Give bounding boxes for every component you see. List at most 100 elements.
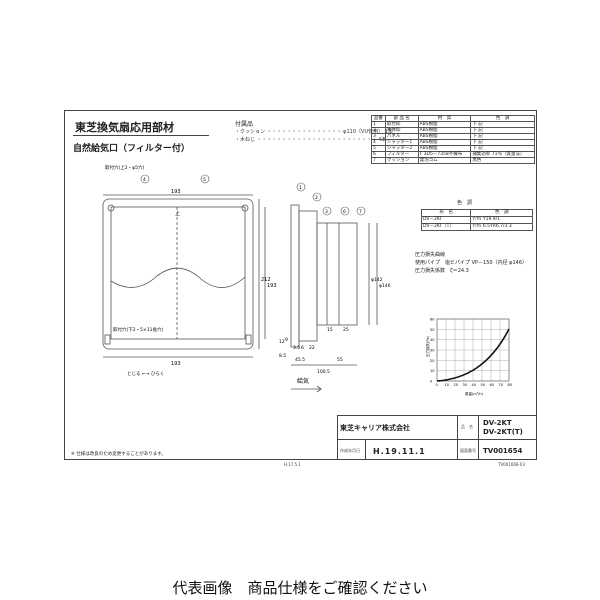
graph-frame: [436, 318, 510, 382]
graph-y-tick-label: 20: [430, 359, 434, 363]
graph-grid: [437, 319, 509, 381]
graph-x-tick-label: 20: [454, 383, 458, 387]
dim-22: 22: [309, 345, 315, 351]
part-callout-circle: [340, 206, 350, 216]
dim-15: 15: [327, 327, 333, 333]
graph-x-tick-label: 60: [490, 383, 494, 387]
name-label: 品 名: [461, 424, 473, 429]
title-block: 東芝キャリア株式会社 品 名 DV-2KT DV-2KT(T) 作成年月日 H.…: [337, 415, 536, 459]
part-number-2: 2: [315, 195, 318, 201]
pressure-loss-curve: [436, 328, 510, 382]
spec-change-note: ※ 仕様は改良のため変更することがあります。: [71, 452, 166, 457]
part-callout-circle: [312, 192, 322, 202]
graph-y-tick-label: 0: [430, 380, 432, 384]
dim-height1: 212: [261, 277, 271, 283]
front-view-wave: [110, 267, 246, 288]
drawing-number-label: 図面番号: [460, 448, 476, 453]
front-view-frame: [102, 198, 254, 350]
mount-hole-top-right: [241, 204, 249, 212]
dim-depth2: 8.5: [279, 353, 286, 359]
part-number-4: 4: [143, 177, 146, 183]
table-cell: DV－2KT（T）: [420, 223, 472, 231]
creation-date: H.19.11.1: [373, 447, 426, 456]
document-code: TV001668-03: [498, 462, 525, 467]
drawing-title: 東芝換気扇応用部材: [75, 121, 174, 134]
table-cell: ﾏﾝｾﾙ 6.5YR6.7/3.3: [470, 223, 533, 231]
part-number-6: 6: [343, 209, 346, 215]
up-arrow-label: 上: [175, 210, 180, 217]
dim-height2: 193: [267, 283, 277, 289]
graph-x-tick-label: 80: [508, 383, 512, 387]
model-name-1: DV-2KT: [483, 419, 512, 427]
company-name: 東芝キャリア株式会社: [340, 424, 410, 432]
callout-top-holes: 取付穴(上2・φ5穴): [105, 164, 144, 171]
mount-slot-bottom-left: [104, 334, 111, 345]
dim-total-depth: 100.5: [317, 369, 330, 375]
airflow-label: 給気: [297, 377, 309, 385]
side-view-body: [298, 210, 318, 342]
graph-y-tick-label: 10: [430, 369, 434, 373]
graph-y-ticks: 60 50 40 30 20 10 0: [430, 318, 434, 384]
dim-bottom-width: 193: [171, 361, 181, 367]
dim-phi1: φ142: [371, 277, 383, 283]
graph-x-tick-label: 30: [463, 383, 467, 387]
mount-hole-top-left: [107, 204, 115, 212]
graph-x-tick-label: 10: [445, 383, 449, 387]
airflow-arrow-icon: [291, 385, 323, 393]
part-number-3: 3: [325, 209, 328, 215]
title-underline: [73, 135, 209, 136]
dim-3-5: 3.5: [293, 345, 300, 351]
date-label: 作成年月日: [340, 448, 360, 453]
dim-top-width: 193: [171, 189, 181, 195]
part-callout-circle: [296, 182, 306, 192]
color-table-title: 色 調: [457, 200, 473, 206]
part-callout-circle: [200, 174, 210, 184]
graph-x-tick-label: 40: [472, 383, 476, 387]
dim-depth3: 55: [337, 357, 343, 363]
graph-ylabel: 圧力損失(Pa): [425, 336, 430, 357]
accessory-item: ・木ねじ ・・・・・・・・・・・・・・・・・・・・・・・・ 4本: [235, 137, 387, 143]
graph-y-tick-label: 30: [430, 349, 434, 353]
accessory-item: ・クッション ・・・・・・・・・・・・・・・ φ110（VU管用） 1本: [235, 129, 393, 135]
side-view-flange: [290, 204, 300, 348]
model-name-2: DV-2KT(T): [483, 428, 523, 436]
part-callout-circle: [322, 206, 332, 216]
graph-coefficient: 圧力損失係数 ζ＝24.3: [415, 268, 469, 274]
front-view-panel: [110, 206, 246, 340]
graph-y-tick-label: 40: [430, 338, 434, 342]
graph-y-tick-label: 50: [430, 328, 434, 332]
mount-slot-bottom-right: [245, 334, 252, 345]
image-caption: 代表画像 商品仕様をご確認ください: [172, 579, 428, 597]
side-view-duct: [316, 222, 358, 326]
drawing-sheet: 東芝換気扇応用部材 自然給気口（フィルター付） 付属品 ・クッション ・・・・・…: [64, 110, 537, 460]
drawing-number: TV001654: [483, 447, 523, 455]
dim-9: 9: [285, 337, 288, 343]
part-callout-circle: [140, 174, 150, 184]
callout-bottom-slots: 取付穴(下2・5×11長穴): [113, 326, 163, 333]
revision-date: H.17.5.1: [284, 462, 301, 467]
dim-phi2: φ146: [379, 283, 391, 289]
graph-y-tick-label: 60: [430, 318, 434, 322]
graph-x-tick-label: 70: [499, 383, 503, 387]
dim-6: 6: [301, 345, 304, 351]
graph-xlabel: 風量(m³/h): [465, 391, 484, 396]
table-cell: 黒色: [470, 157, 535, 164]
accessories-heading: 付属品: [235, 121, 254, 128]
part-number-1: 1: [299, 185, 302, 191]
drawing-subtitle: 自然給気口（フィルター付）: [73, 144, 190, 154]
graph-pipe-info: 使用パイプ 塩ビパイプ VP－150（内径 φ146）: [415, 260, 528, 266]
part-number-5: 5: [203, 177, 206, 183]
technical-drawing: 193 193 212 193 上 取付穴(上2・φ5穴) 取付穴(下2・5×1…: [102, 164, 512, 396]
graph-title: 圧力損失曲線: [415, 252, 446, 258]
part-callout-circle: [356, 206, 366, 216]
graph-x-tick-label: 0: [436, 383, 438, 387]
part-number-7: 7: [359, 209, 362, 215]
dim-depth1: 45.5: [295, 357, 305, 363]
dim-25: 25: [343, 327, 349, 333]
table-row: DV－2KT（T）ﾏﾝｾﾙ 6.5YR6.7/3.3: [420, 223, 533, 231]
callout-shutter-direction: とじる ←→ ひらく: [127, 371, 164, 377]
